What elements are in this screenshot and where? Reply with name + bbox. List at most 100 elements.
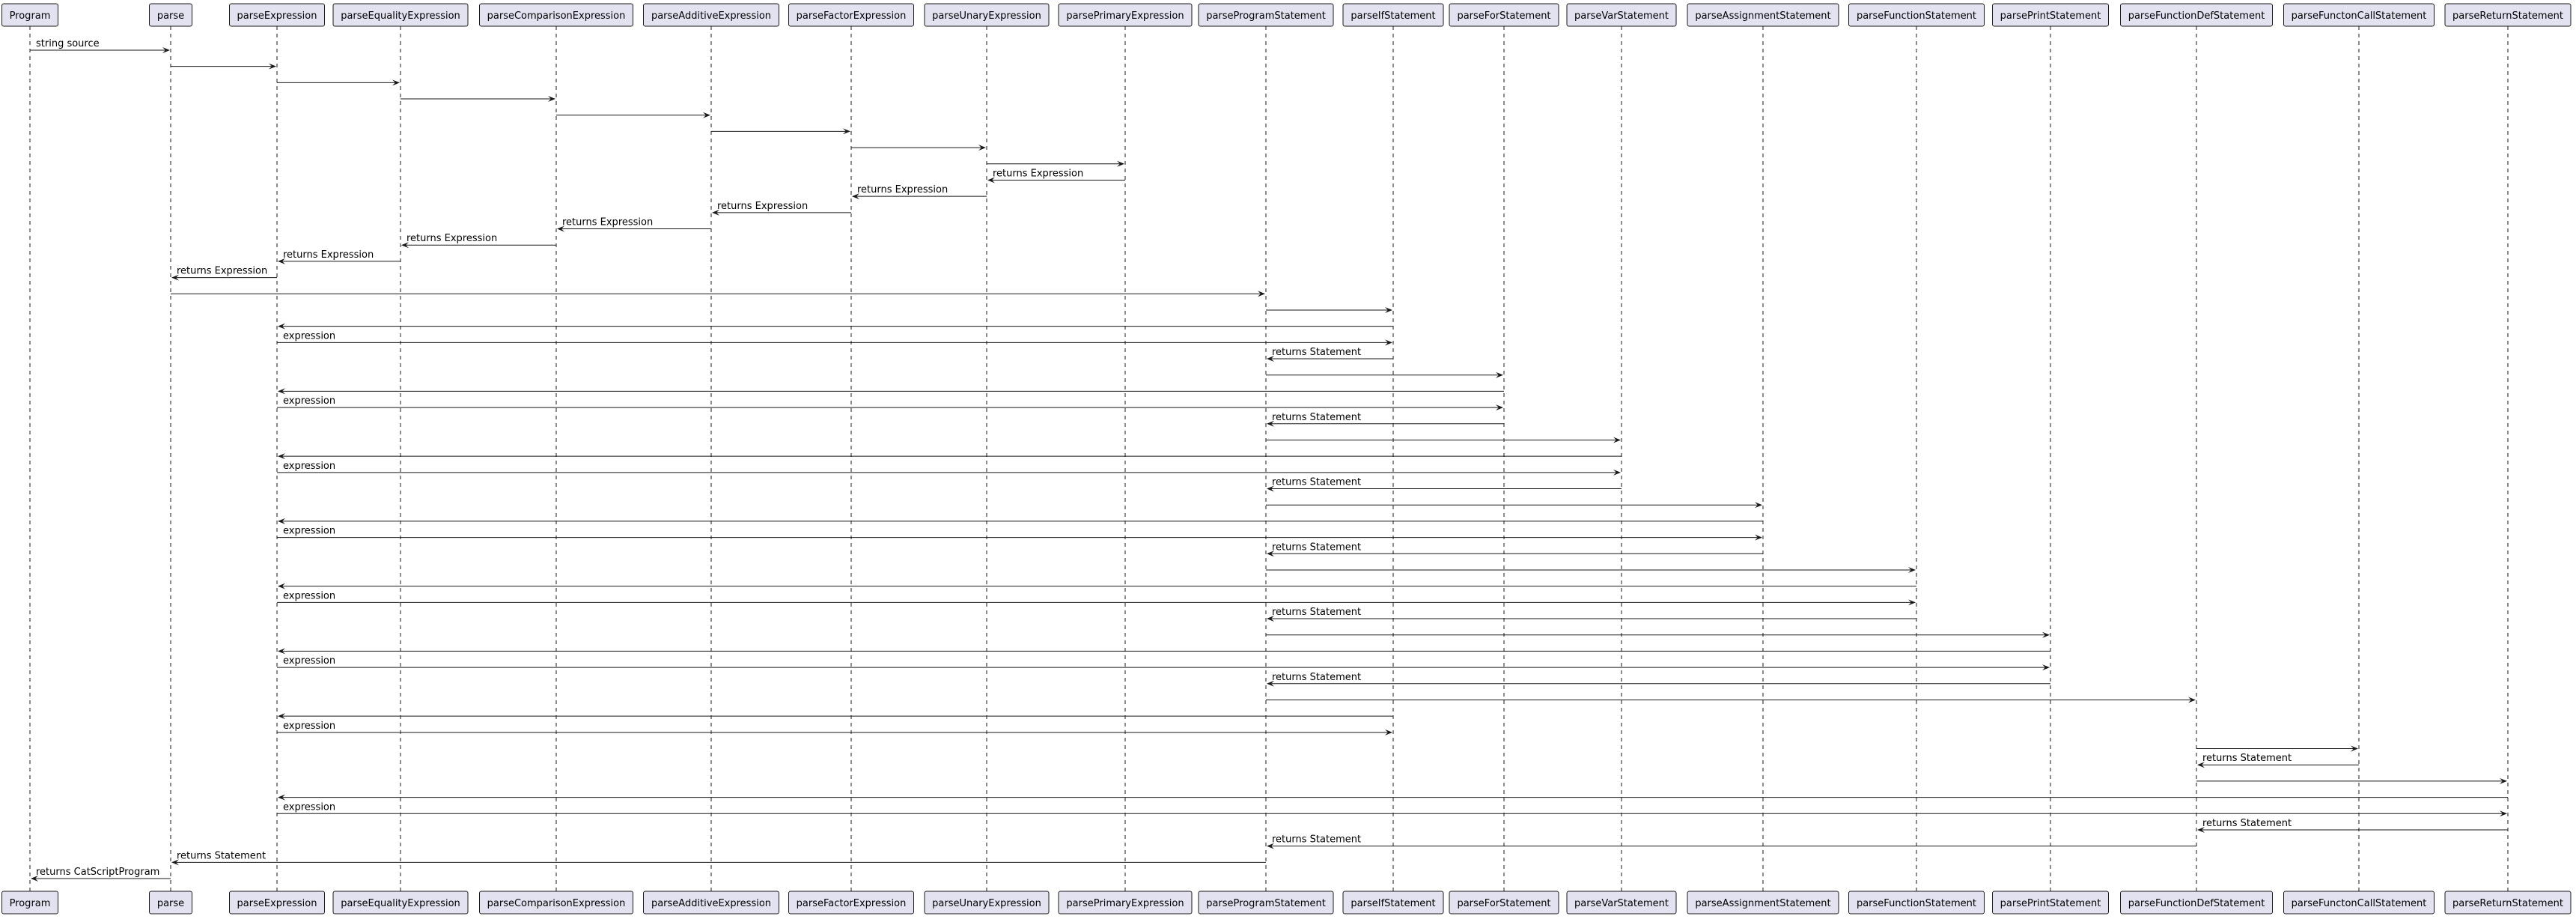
- message: returns Expression: [557, 217, 711, 232]
- participant-box: [1992, 3, 2109, 27]
- message: returns Statement: [2197, 818, 2508, 833]
- message-arrowhead: [1385, 306, 1392, 313]
- participant-label: parse: [157, 898, 184, 909]
- participant-parse-factor-expression-bottom: parseFactorExpression: [788, 891, 914, 915]
- message-arrowhead: [1385, 729, 1392, 735]
- participant-box: [149, 3, 192, 27]
- participant-label: parsePrimaryExpression: [1066, 898, 1184, 909]
- participant-parse-primary-expression-top: parsePrimaryExpression: [1058, 3, 1193, 27]
- message-arrowhead: [278, 794, 285, 801]
- participant-parse-function-def-statement-bottom: parseFunctionDefStatement: [2120, 891, 2273, 915]
- participant-parse-for-statement-top: parseForStatement: [1449, 3, 1559, 27]
- participant-box: [1848, 3, 1985, 27]
- participant-label: parseProgramStatement: [1206, 10, 1326, 22]
- message: expression: [277, 395, 1503, 411]
- participant-parse-equality-expression-bottom: parseEqualityExpression: [332, 891, 469, 915]
- participant-parse-if-statement-bottom: parseIfStatement: [1342, 891, 1444, 915]
- message-label: returns Statement: [1272, 834, 1361, 846]
- message: [1266, 306, 1392, 313]
- message: returns Statement: [1267, 477, 1622, 492]
- participant-parse-additive-expression-top: parseAdditiveExpression: [643, 3, 779, 27]
- message: expression: [277, 330, 1392, 346]
- participant-label: parseAdditiveExpression: [651, 10, 771, 22]
- message-label: returns Statement: [1272, 542, 1361, 553]
- participant-program-top: Program: [1, 3, 58, 27]
- participant-parse-function-def-statement-top: parseFunctionDefStatement: [2120, 3, 2273, 27]
- message-arrowhead: [703, 112, 710, 118]
- participant-parse-unary-expression-top: parseUnaryExpression: [924, 3, 1050, 27]
- message-label: string source: [36, 38, 100, 49]
- participant-box: [643, 891, 779, 915]
- message-arrowhead: [1267, 843, 1274, 849]
- message-arrowhead: [171, 859, 179, 866]
- message-arrowhead: [278, 388, 285, 395]
- participant-box: [1992, 891, 2109, 915]
- participant-box: [924, 891, 1050, 915]
- participant-parse-comparison-expression-bottom: parseComparisonExpression: [479, 891, 633, 915]
- participant-parse-return-statement-top: parseReturnStatement: [2444, 3, 2572, 27]
- participant-box: [229, 3, 325, 27]
- participant-box: [332, 3, 469, 27]
- participant-box: [1566, 3, 1677, 27]
- participant-label: Program: [10, 10, 51, 22]
- participant-parse-factor-expression-top: parseFactorExpression: [788, 3, 914, 27]
- participant-box: [1, 891, 58, 915]
- participant-label: parseFunctionDefStatement: [2128, 10, 2265, 22]
- message-label: returns Statement: [1272, 607, 1361, 618]
- message: [987, 160, 1124, 167]
- message-arrowhead: [171, 274, 179, 281]
- participant-parse-functon-call-statement-top: parseFunctonCallStatement: [2283, 3, 2435, 27]
- message-arrowhead: [2351, 745, 2358, 752]
- message-label: returns Statement: [1272, 412, 1361, 423]
- participant-parse-top: parse: [149, 3, 192, 27]
- participant-box: [2120, 891, 2273, 915]
- participant-box: [1848, 891, 1985, 915]
- message: expression: [277, 461, 1621, 476]
- message: [556, 112, 710, 118]
- message: [711, 128, 850, 135]
- message-arrowhead: [2188, 697, 2196, 703]
- message-arrowhead: [1267, 616, 1274, 622]
- message-label: returns Statement: [2202, 818, 2292, 829]
- participant-parse-var-statement-bottom: parseVarStatement: [1566, 891, 1677, 915]
- participant-label: parseComparisonExpression: [487, 10, 626, 22]
- participant-parse-expression-bottom: parseExpression: [229, 891, 325, 915]
- message-label: returns Expression: [717, 201, 808, 212]
- participant-parse-program-statement-bottom: parseProgramStatement: [1198, 891, 1334, 915]
- message-arrowhead: [269, 63, 276, 70]
- message-arrowhead: [1267, 356, 1274, 363]
- message-arrowhead: [548, 96, 555, 103]
- message: [278, 648, 2050, 655]
- message-label: returns Statement: [1272, 347, 1361, 358]
- participant-label: parseVarStatement: [1574, 10, 1669, 22]
- message-arrowhead: [2197, 762, 2205, 768]
- message-arrowhead: [1267, 551, 1274, 557]
- message: returns Expression: [401, 233, 556, 249]
- message-arrowhead: [278, 648, 285, 655]
- message-label: returns Expression: [993, 168, 1083, 179]
- participant-label: parse: [157, 10, 184, 22]
- participant-label: parseUnaryExpression: [932, 10, 1041, 22]
- message-label: returns CatScriptProgram: [36, 867, 159, 878]
- message-arrowhead: [557, 225, 564, 232]
- participant-parse-print-statement-top: parsePrintStatement: [1992, 3, 2109, 27]
- message: [1266, 631, 2050, 638]
- message-arrowhead: [278, 453, 285, 460]
- message-label: returns Expression: [562, 217, 653, 228]
- message: returns Statement: [1267, 542, 1763, 557]
- participant-parse-assignment-statement-bottom: parseAssignmentStatement: [1687, 891, 1839, 915]
- message-arrowhead: [278, 583, 285, 589]
- lifelines: [29, 26, 2509, 891]
- message: returns Statement: [1267, 834, 2196, 849]
- participant-label: parseUnaryExpression: [932, 898, 1041, 909]
- message: expression: [277, 801, 2507, 817]
- message-label: expression: [283, 801, 335, 813]
- participant-label: parseFunctionStatement: [1857, 10, 1976, 22]
- participant-box: [1198, 891, 1334, 915]
- participant-box: [2283, 891, 2435, 915]
- participant-label: parseFunctonCallStatement: [2292, 10, 2427, 22]
- message: returns Statement: [171, 850, 1266, 866]
- participant-label: parseEqualityExpression: [341, 10, 460, 22]
- participant-box: [1342, 891, 1444, 915]
